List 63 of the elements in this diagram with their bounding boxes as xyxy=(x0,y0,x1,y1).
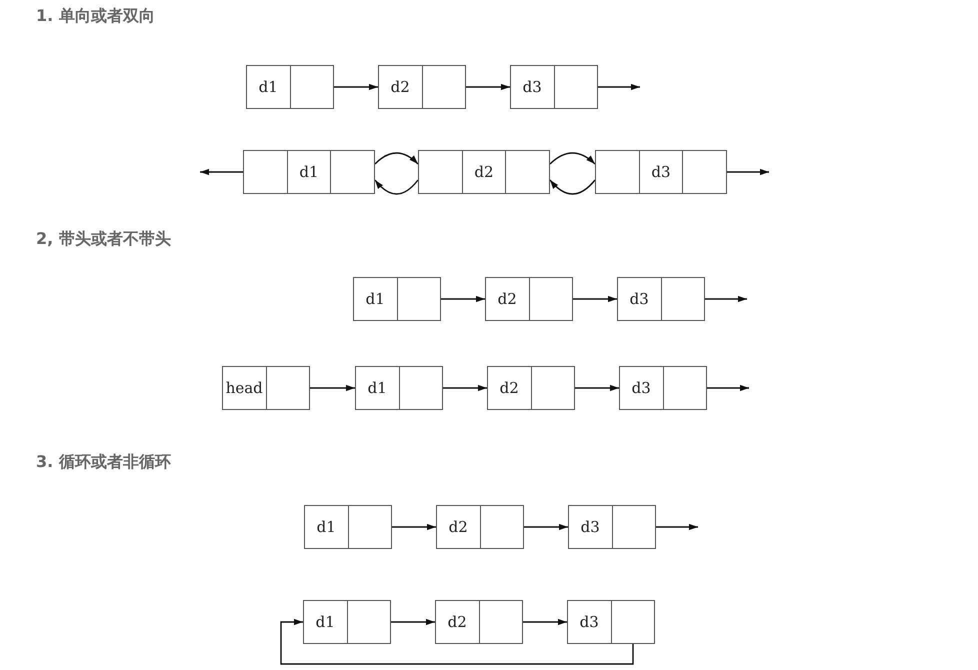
pointer-arrow xyxy=(374,180,419,195)
section-heading: 1. 单向或者双向 xyxy=(36,6,155,27)
list-node-box xyxy=(435,600,523,644)
list-node-box xyxy=(568,505,656,549)
list-node-box xyxy=(487,366,575,410)
data-label: d3 xyxy=(580,518,600,536)
data-label: d1 xyxy=(258,78,278,96)
pointer-arrow xyxy=(280,618,634,665)
pointer-arrow xyxy=(334,84,378,90)
pointer-arrow xyxy=(443,384,487,392)
data-label: d1 xyxy=(316,613,335,631)
list-node-box xyxy=(303,600,391,644)
list-node-box xyxy=(243,150,375,194)
pointer-arrow xyxy=(441,296,485,302)
pointer-arrow xyxy=(310,384,355,392)
list-node-box xyxy=(353,277,441,321)
data-label: d2 xyxy=(390,78,410,96)
data-label: head xyxy=(226,379,263,397)
data-label: d1 xyxy=(368,379,387,397)
data-label: d2 xyxy=(500,379,519,397)
section-heading: 2, 带头或者不带头 xyxy=(36,229,171,250)
data-label: d3 xyxy=(522,78,542,96)
pointer-arrow xyxy=(200,168,243,176)
pointer-arrow xyxy=(727,168,769,176)
list-node-box xyxy=(510,65,598,109)
data-label: d2 xyxy=(448,613,467,631)
pointer-arrow xyxy=(550,152,596,165)
pointer-arrow xyxy=(392,524,436,530)
pointer-arrow xyxy=(707,384,749,392)
list-node-box xyxy=(617,277,705,321)
pointer-arrow xyxy=(391,618,435,626)
data-label: d2 xyxy=(498,290,517,308)
list-node-box xyxy=(436,505,524,549)
data-label: d1 xyxy=(316,518,336,536)
head-node-box xyxy=(222,366,310,410)
list-node-box xyxy=(619,366,707,410)
list-node-box xyxy=(485,277,573,321)
pointer-arrow xyxy=(575,384,619,392)
pointer-arrow xyxy=(573,296,617,302)
list-node-box xyxy=(246,65,334,109)
data-label: d2 xyxy=(474,163,494,181)
list-node-box xyxy=(595,150,727,194)
list-node-box xyxy=(378,65,466,109)
pointer-arrow xyxy=(656,524,698,530)
data-label: d1 xyxy=(299,163,319,181)
data-label: d3 xyxy=(632,379,651,397)
data-label: d3 xyxy=(580,613,599,631)
list-node-box xyxy=(304,505,392,549)
pointer-arrow xyxy=(466,84,510,90)
data-label: d3 xyxy=(651,163,671,181)
list-node-box xyxy=(567,600,655,644)
data-label: d1 xyxy=(366,290,385,308)
pointer-arrow xyxy=(549,180,596,195)
list-node-box xyxy=(355,366,443,410)
pointer-arrow xyxy=(705,296,747,302)
data-label: d3 xyxy=(630,290,649,308)
section-heading: 3. 循环或者非循环 xyxy=(36,452,171,473)
pointer-arrow xyxy=(374,152,418,165)
pointer-arrow xyxy=(598,84,640,90)
pointer-arrow xyxy=(524,524,568,530)
data-label: d2 xyxy=(448,518,468,536)
pointer-arrow xyxy=(523,618,567,626)
list-node-box xyxy=(418,150,550,194)
